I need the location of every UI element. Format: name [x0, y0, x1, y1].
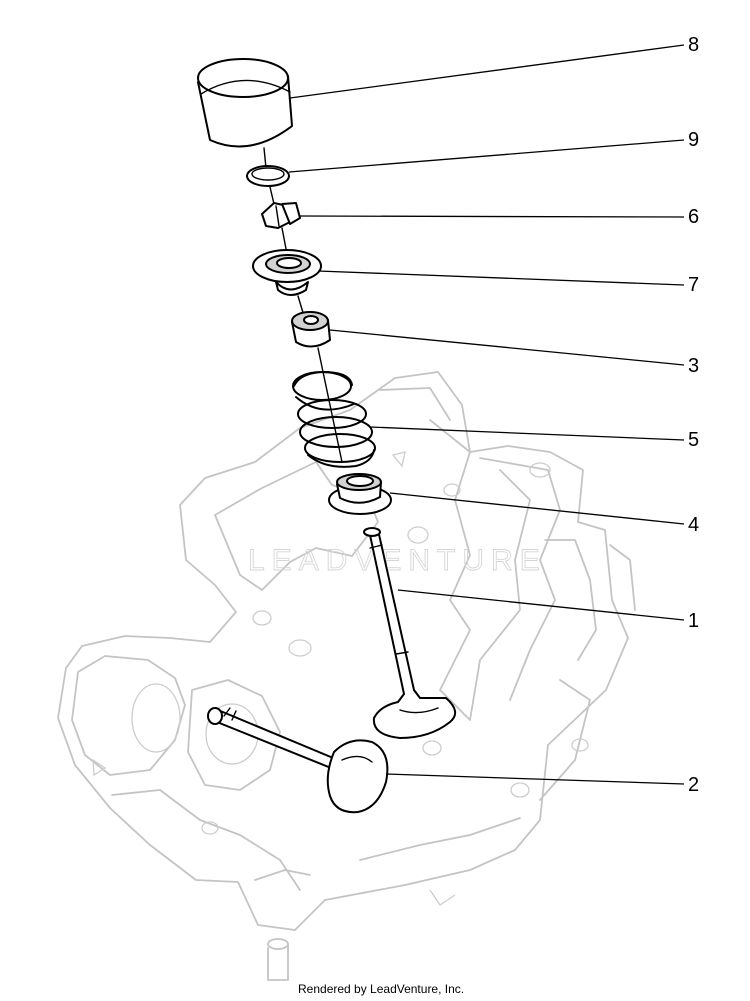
stem-through-spring [317, 347, 343, 463]
part-3-stem-seal [291, 311, 331, 348]
part-6-keepers [261, 202, 301, 229]
callout-2: 2 [688, 774, 699, 796]
leader-4 [389, 492, 685, 525]
callout-7: 7 [688, 274, 699, 296]
leader-8 [289, 44, 685, 99]
callout-3: 3 [688, 355, 699, 377]
callout-numbers: 8 9 6 7 3 5 4 1 2 [688, 34, 699, 796]
part-8-tappet-cap [197, 58, 293, 148]
leader-5 [369, 426, 685, 441]
part-4-spring-seat [328, 473, 392, 515]
leader-2 [385, 773, 685, 785]
callout-8: 8 [688, 34, 699, 56]
footer-credit: Rendered by LeadVenture, Inc. [298, 982, 464, 996]
callout-1: 1 [688, 610, 699, 632]
part-2-valve [207, 707, 389, 814]
leader-9 [288, 139, 685, 173]
leader-lines [288, 44, 685, 785]
part-7-spring-retainer [252, 249, 322, 296]
callout-6: 6 [688, 206, 699, 228]
callout-9: 9 [688, 129, 699, 151]
watermark: LEADVENTURE [248, 544, 547, 577]
callout-5: 5 [688, 429, 699, 451]
part-5-valve-spring [292, 371, 376, 468]
stem-segment-upper [263, 147, 267, 169]
leader-3 [329, 329, 685, 366]
cylinder-head-ghost [57, 371, 636, 981]
stem-segment-a [269, 186, 275, 205]
part-1-valve [363, 527, 457, 739]
leader-7 [317, 270, 685, 286]
part-9-washer [246, 165, 290, 187]
leader-6 [299, 215, 685, 218]
leader-1 [397, 589, 685, 621]
callout-4: 4 [688, 514, 699, 536]
